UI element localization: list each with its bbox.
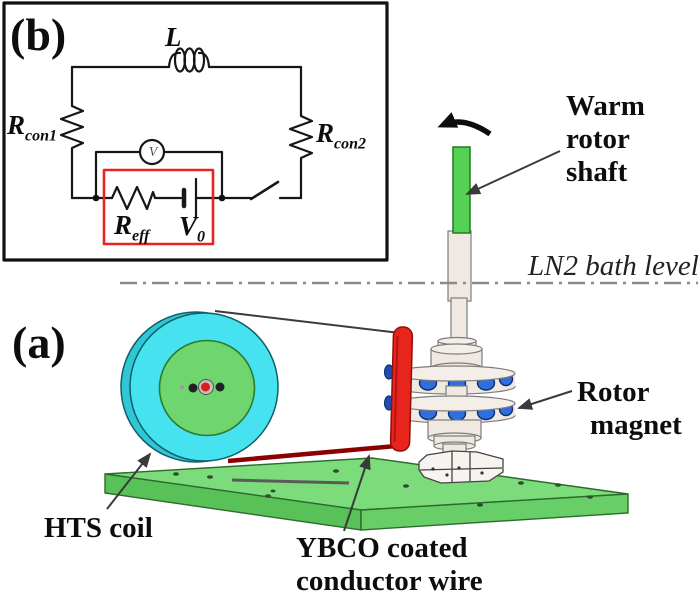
label-warm-line2: rotor — [566, 122, 630, 155]
label-inductor: L — [165, 22, 182, 52]
base-plate — [104, 457, 629, 531]
label-hts-coil: HTS coil — [44, 512, 153, 544]
ybco-wire-top — [214, 310, 401, 334]
label-rcon1: Rcon1 — [7, 110, 57, 144]
ybco-wire-bottom — [227, 443, 397, 464]
label-rotor-magnet-line1: Rotor — [577, 376, 650, 408]
label-rotor-magnet-line2: magnet — [590, 408, 682, 441]
label-arrow-hts-coil — [106, 452, 152, 510]
coil-center-fittings — [180, 379, 225, 395]
label-reff-base: R — [114, 210, 133, 240]
rotor-disc-upper — [392, 365, 516, 395]
rotor-magnet-slivers — [383, 364, 395, 411]
panel-b-tag: (b) — [10, 9, 67, 60]
resistor-reff-symbol — [110, 185, 183, 211]
label-v0-sub: 0 — [197, 228, 206, 246]
voltmeter-symbol — [94, 138, 224, 200]
node-dots — [92, 194, 226, 202]
label-warm-rotor-shaft: Warm rotor shaft — [566, 90, 645, 188]
hts-coil-graphic — [120, 311, 279, 463]
label-rcon2: Rcon2 — [316, 118, 366, 152]
label-arrows — [106, 150, 573, 532]
rotor-shaft-warm-section — [452, 146, 471, 234]
voltmeter-letter: V — [148, 145, 158, 160]
panel-a-tag: (a) — [12, 317, 66, 368]
ybco-frame — [389, 326, 414, 452]
label-warm-line3: shaft — [566, 155, 628, 188]
base-plate-holes — [173, 469, 593, 507]
red-highlight-box — [102, 168, 215, 246]
label-reff: Reff — [114, 210, 149, 244]
label-rcon2-base: R — [316, 118, 335, 148]
resistor-rcon1-symbol — [59, 65, 85, 200]
label-v0: V0 — [179, 211, 205, 245]
label-warm-line1: Warm — [566, 90, 645, 122]
circuit-diagram — [2, 1, 389, 262]
label-rotor-magnet: Rotor magnet — [577, 376, 682, 442]
label-arrow-rotor-magnet — [517, 390, 573, 410]
base-plate-slot — [231, 478, 350, 485]
rotation-arrow — [437, 112, 492, 137]
mounting-block — [418, 450, 504, 484]
label-arrow-warm-shaft — [465, 150, 561, 195]
circuit-box-border — [2, 1, 389, 262]
label-ybco: YBCO coated conductor wire — [296, 532, 483, 595]
rotor-shaft-cold-section — [447, 230, 472, 302]
rotor-assembly — [383, 146, 516, 484]
label-rcon1-base: R — [7, 110, 26, 140]
label-ybco-line1: YBCO coated — [296, 532, 468, 564]
resistor-rcon2-symbol — [288, 65, 314, 200]
label-ln2-bath-level: LN2 bath level — [528, 250, 699, 282]
label-v0-base: V — [179, 211, 198, 241]
switch-symbol — [249, 180, 303, 201]
label-arrow-ybco — [343, 454, 371, 532]
label-rcon1-sub: con1 — [25, 127, 58, 145]
label-rcon2-sub: con2 — [334, 135, 367, 153]
label-ybco-line2: conductor wire — [296, 564, 483, 595]
inductor-symbol — [167, 47, 211, 73]
label-reff-sub: eff — [132, 227, 150, 245]
